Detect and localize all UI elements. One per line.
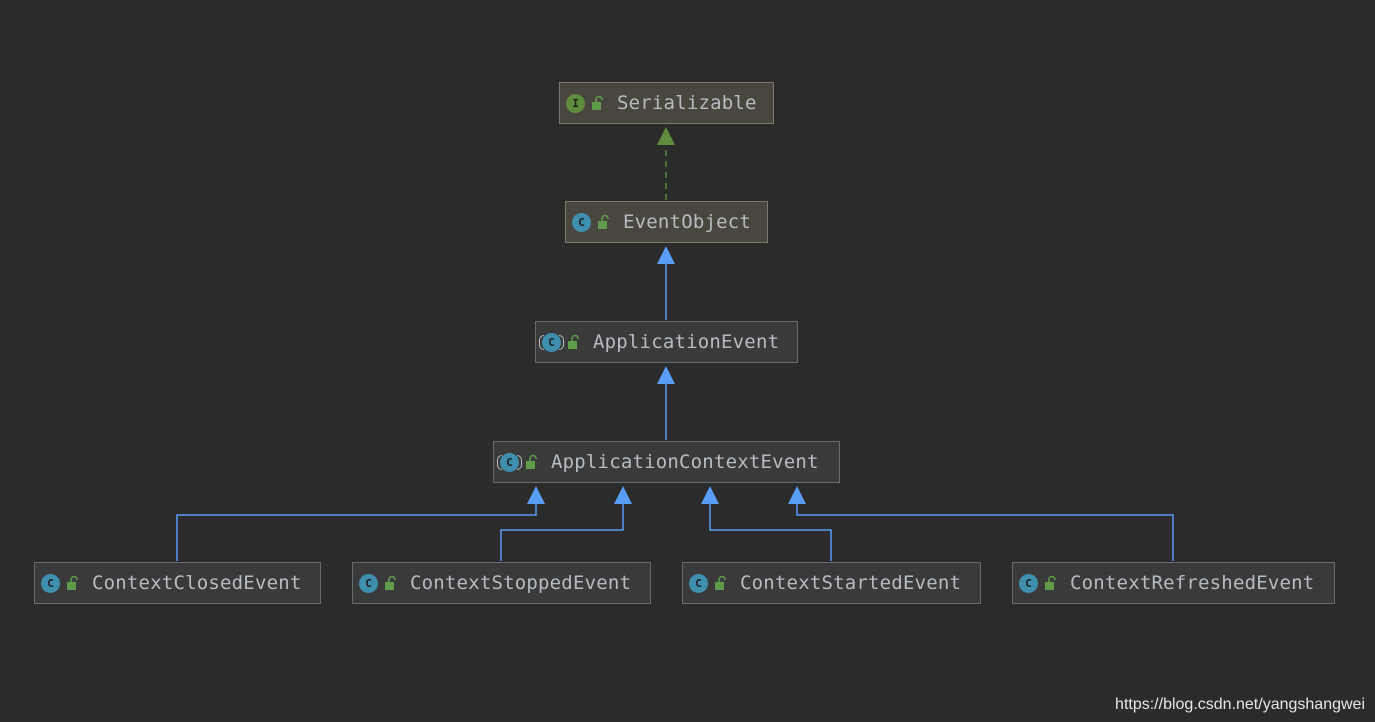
edge-contextclosedevent-arrowhead: [527, 486, 545, 504]
node-label: EventObject: [623, 211, 752, 233]
node-label: Serializable: [617, 92, 757, 114]
edge-contextstoppedevent-arrowhead: [614, 486, 632, 504]
unlocked-lock-icon: [568, 334, 579, 349]
class-icon: C: [359, 573, 378, 593]
node-label: ApplicationContextEvent: [551, 451, 819, 473]
node-contextstoppedevent[interactable]: C ContextStoppedEvent: [352, 562, 651, 604]
edge-contextstartedevent-arrowhead: [701, 486, 719, 504]
unlocked-lock-icon: [67, 575, 78, 590]
unlocked-lock-icon: [598, 214, 609, 229]
watermark-url: https://blog.csdn.net/yangshangwei: [1115, 696, 1365, 713]
interface-icon: I: [566, 93, 585, 113]
node-applicationcontextevent[interactable]: C ApplicationContextEvent: [493, 441, 840, 483]
edge-contextstartedevent-applicationcontextevent: [709, 504, 832, 561]
class-icon: C: [41, 573, 60, 593]
unlocked-lock-icon: [526, 454, 537, 469]
node-contextstartedevent[interactable]: C ContextStartedEvent: [682, 562, 981, 604]
node-contextclosedevent[interactable]: C ContextClosedEvent: [34, 562, 321, 604]
edge-applicationevent-eventobject-arrowhead: [657, 246, 675, 264]
edge-contextstoppedevent-applicationcontextevent: [500, 504, 624, 561]
abstract-class-icon: C: [497, 452, 522, 472]
unlocked-lock-icon: [715, 575, 726, 590]
edge-contextclosedevent-applicationcontextevent: [176, 504, 537, 561]
node-label: ContextClosedEvent: [92, 572, 302, 594]
edge-contextrefreshedevent-applicationcontextevent: [796, 504, 1174, 561]
edge-applicationcontextevent-applicationevent-arrowhead: [657, 366, 675, 384]
unlocked-lock-icon: [1045, 575, 1056, 590]
node-serializable[interactable]: I Serializable: [559, 82, 774, 124]
node-label: ApplicationEvent: [593, 331, 780, 353]
class-icon: C: [572, 212, 591, 232]
edge-eventobject-serializable-arrowhead: [657, 127, 675, 145]
class-icon: C: [689, 573, 708, 593]
unlocked-lock-icon: [385, 575, 396, 590]
unlocked-lock-icon: [592, 95, 603, 110]
node-label: ContextStoppedEvent: [410, 572, 632, 594]
node-contextrefreshedevent[interactable]: C ContextRefreshedEvent: [1012, 562, 1335, 604]
class-icon: C: [1019, 573, 1038, 593]
node-label: ContextRefreshedEvent: [1070, 572, 1315, 594]
edge-contextrefreshedevent-arrowhead: [788, 486, 806, 504]
abstract-class-icon: C: [539, 332, 564, 352]
node-eventobject[interactable]: C EventObject: [565, 201, 768, 243]
node-applicationevent[interactable]: C ApplicationEvent: [535, 321, 798, 363]
node-label: ContextStartedEvent: [740, 572, 962, 594]
